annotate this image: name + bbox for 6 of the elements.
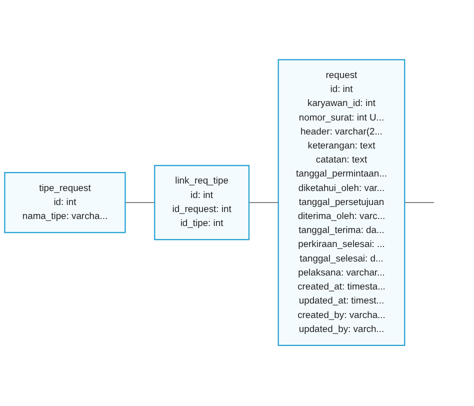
- node-box: link_req_tipe id: int id_request: int id_tipe: int: [154, 165, 250, 241]
- connector: [404, 202, 434, 204]
- connector: [248, 202, 279, 204]
- node-box: request id: int karyawan_id: int nomor_surat: int U... header: varchar(2... keterangan: text catatan: text tanggal_permintaan... diketahui_oleh: var... tanggal_persetujuan diterima_oleh: varc... tanggal_terima: da... perkiraan_selesai: ... tanggal_selesai: d... pelaksana: varchar... created_at: timesta... updated_at: timest... created_by: varcha... updated_by: varch...: [278, 60, 406, 346]
- connector: [124, 202, 155, 204]
- node-box: tipe_request id: int nama_tipe: varcha...: [4, 172, 126, 234]
